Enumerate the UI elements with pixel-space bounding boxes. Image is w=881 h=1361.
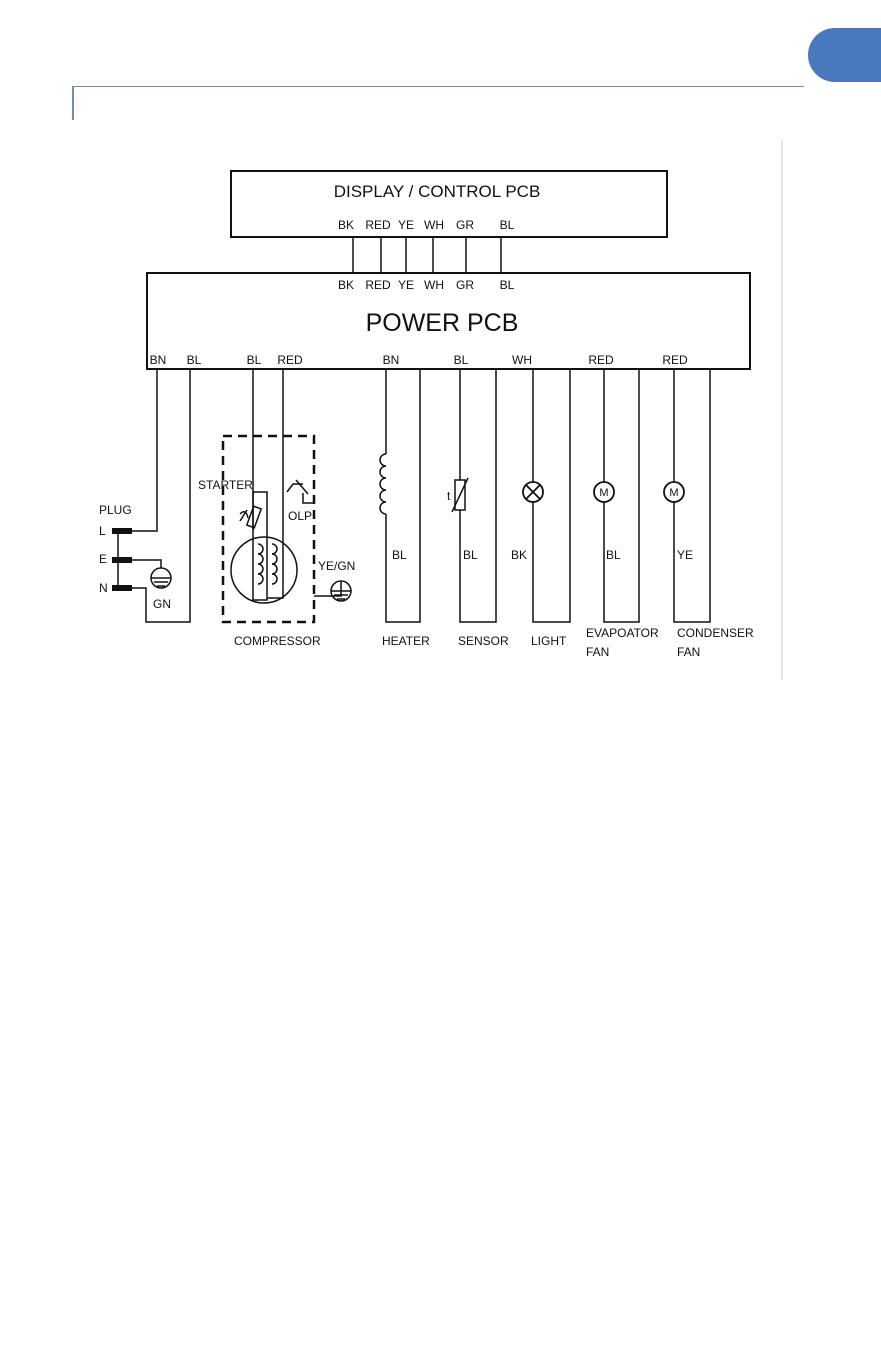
- plug-pins: [112, 528, 132, 591]
- condenser-fan-label-line2: FAN: [677, 645, 700, 659]
- interconnect-wires: [353, 237, 501, 273]
- power-top-wire-red: RED: [365, 278, 391, 292]
- display-wire-bk: BK: [338, 218, 354, 232]
- power-top-wire-bk: BK: [338, 278, 354, 292]
- light-label: LIGHT: [531, 634, 567, 648]
- power-bottom-red-cond: RED: [662, 353, 688, 367]
- power-bottom-red-comp: RED: [277, 353, 303, 367]
- power-bottom-red-evap: RED: [588, 353, 614, 367]
- power-top-wire-bl: BL: [500, 278, 515, 292]
- starter-icon: [240, 506, 261, 528]
- power-bottom-bn-heater: BN: [383, 353, 400, 367]
- plug-earth-icon: [151, 568, 171, 588]
- plug-label: PLUG: [99, 503, 132, 517]
- compressor-enclosure: [223, 436, 314, 622]
- sensor-wiring: [452, 369, 496, 622]
- display-wire-bl: BL: [500, 218, 515, 232]
- power-bottom-bl-sensor: BL: [454, 353, 469, 367]
- olp-label: OLP: [288, 509, 312, 523]
- evaporator-fan-return-wire: BL: [606, 548, 621, 562]
- condenser-fan-label-line1: CONDENSER: [677, 626, 754, 640]
- light-wiring: [533, 369, 570, 622]
- compressor-motor-icon: [231, 537, 297, 603]
- condenser-fan-motor-letter: M: [669, 487, 678, 499]
- power-top-wire-ye: YE: [398, 278, 414, 292]
- display-wire-gr: GR: [456, 218, 474, 232]
- display-control-pcb-box: [231, 171, 667, 237]
- power-bottom-bl-plug: BL: [187, 353, 202, 367]
- display-wire-ye: YE: [398, 218, 414, 232]
- plug-gn-label: GN: [153, 597, 171, 611]
- sensor-label: SENSOR: [458, 634, 509, 648]
- plug-n-label: N: [99, 581, 108, 595]
- display-wire-wh: WH: [424, 218, 444, 232]
- power-bottom-bn-plug: BN: [150, 353, 167, 367]
- sensor-symbol: t: [447, 489, 451, 503]
- evaporator-fan-wiring: [604, 369, 639, 622]
- lamp-icon: [523, 482, 543, 502]
- display-pcb-title: DISPLAY / CONTROL PCB: [334, 182, 541, 201]
- display-wire-red: RED: [365, 218, 391, 232]
- plug-l-label: L: [99, 524, 106, 538]
- compressor-ground-label: YE/GN: [318, 559, 355, 573]
- plug-e-label: E: [99, 552, 107, 566]
- evaporator-fan-motor-letter: M: [599, 487, 608, 499]
- heater-wiring: [380, 369, 420, 622]
- light-return-wire: BK: [511, 548, 527, 562]
- evaporator-fan-label-line1: EVAPOATOR: [586, 626, 659, 640]
- starter-label: STARTER: [198, 478, 253, 492]
- condenser-fan-wiring: [674, 369, 710, 622]
- heater-label: HEATER: [382, 634, 430, 648]
- power-pcb-title: POWER PCB: [366, 309, 519, 337]
- power-bottom-wh-light: WH: [512, 353, 532, 367]
- sensor-return-wire: BL: [463, 548, 478, 562]
- compressor-label: COMPRESSOR: [234, 634, 321, 648]
- power-top-wire-wh: WH: [424, 278, 444, 292]
- evaporator-fan-label-line2: FAN: [586, 645, 609, 659]
- heater-return-wire: BL: [392, 548, 407, 562]
- condenser-fan-return-wire: YE: [677, 548, 693, 562]
- power-bottom-bl-comp: BL: [247, 353, 262, 367]
- power-top-wire-gr: GR: [456, 278, 474, 292]
